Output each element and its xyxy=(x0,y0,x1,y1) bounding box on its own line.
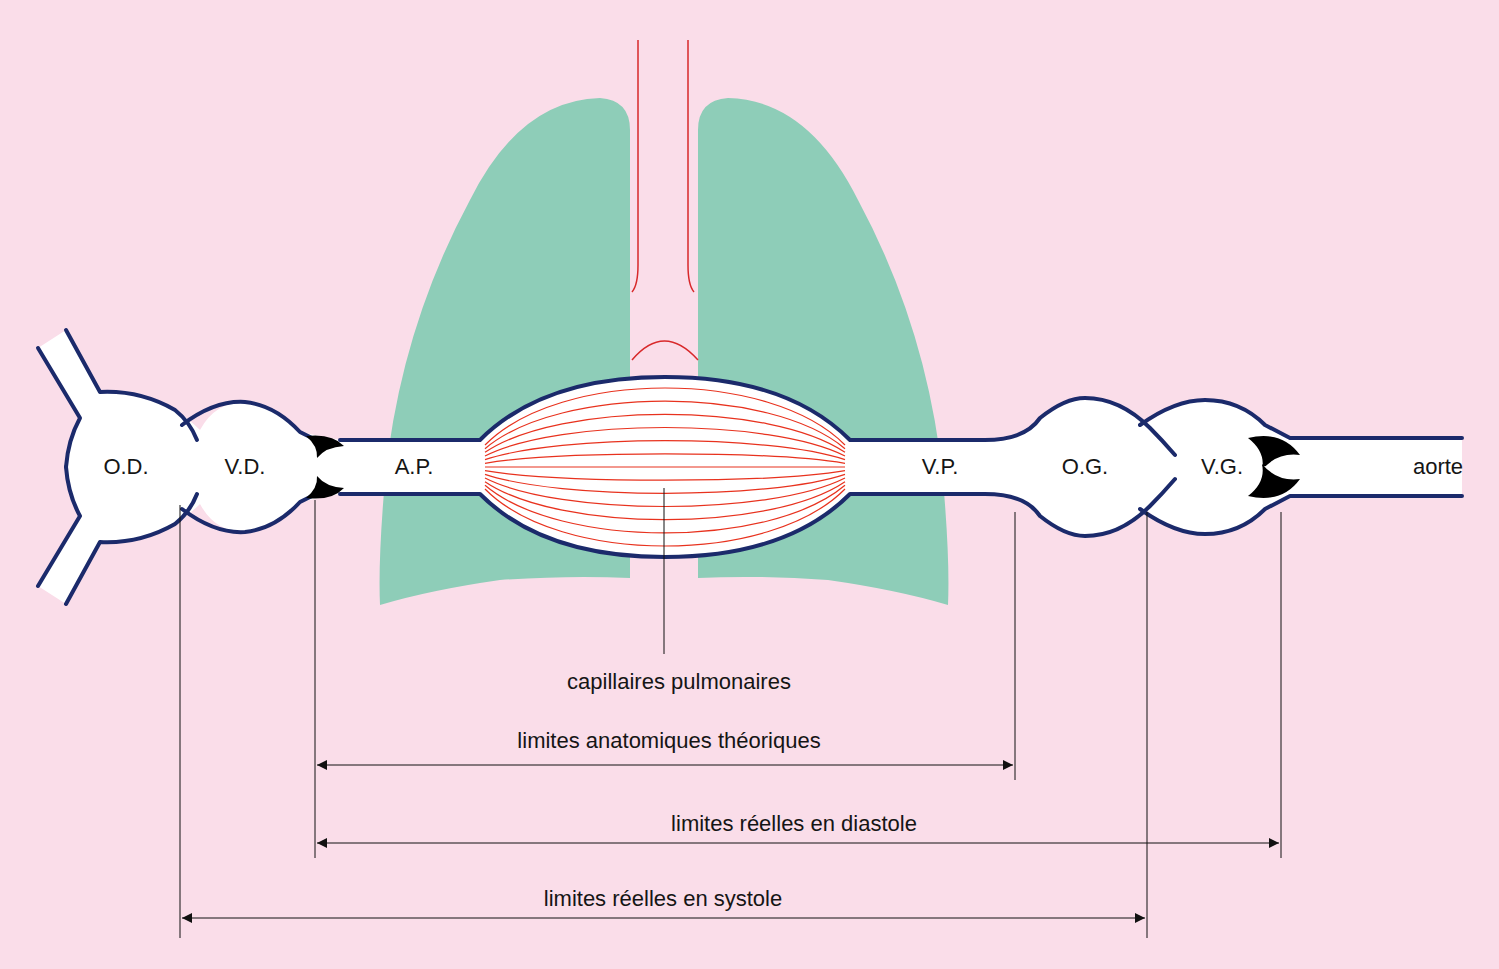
trachea xyxy=(632,40,698,360)
chamber-label: V.G. xyxy=(1201,455,1243,479)
vessel-label: aorte xyxy=(1413,455,1463,479)
limit-lines xyxy=(180,488,1281,938)
vessel-label: A.P. xyxy=(395,455,434,479)
vessel-label: V.P. xyxy=(922,455,959,479)
chamber-label: V.D. xyxy=(225,455,266,479)
limit-label: limites réelles en diastole xyxy=(671,812,917,836)
limit-label: limites réelles en systole xyxy=(544,887,782,911)
vessel-tube xyxy=(38,330,1462,604)
chamber-label: O.D. xyxy=(103,455,148,479)
chamber-label: O.G. xyxy=(1062,455,1108,479)
limit-label: limites anatomiques théoriques xyxy=(517,729,820,753)
part-label: capillaires pulmonaires xyxy=(567,670,791,694)
pulmonary-capillaries xyxy=(485,388,845,546)
